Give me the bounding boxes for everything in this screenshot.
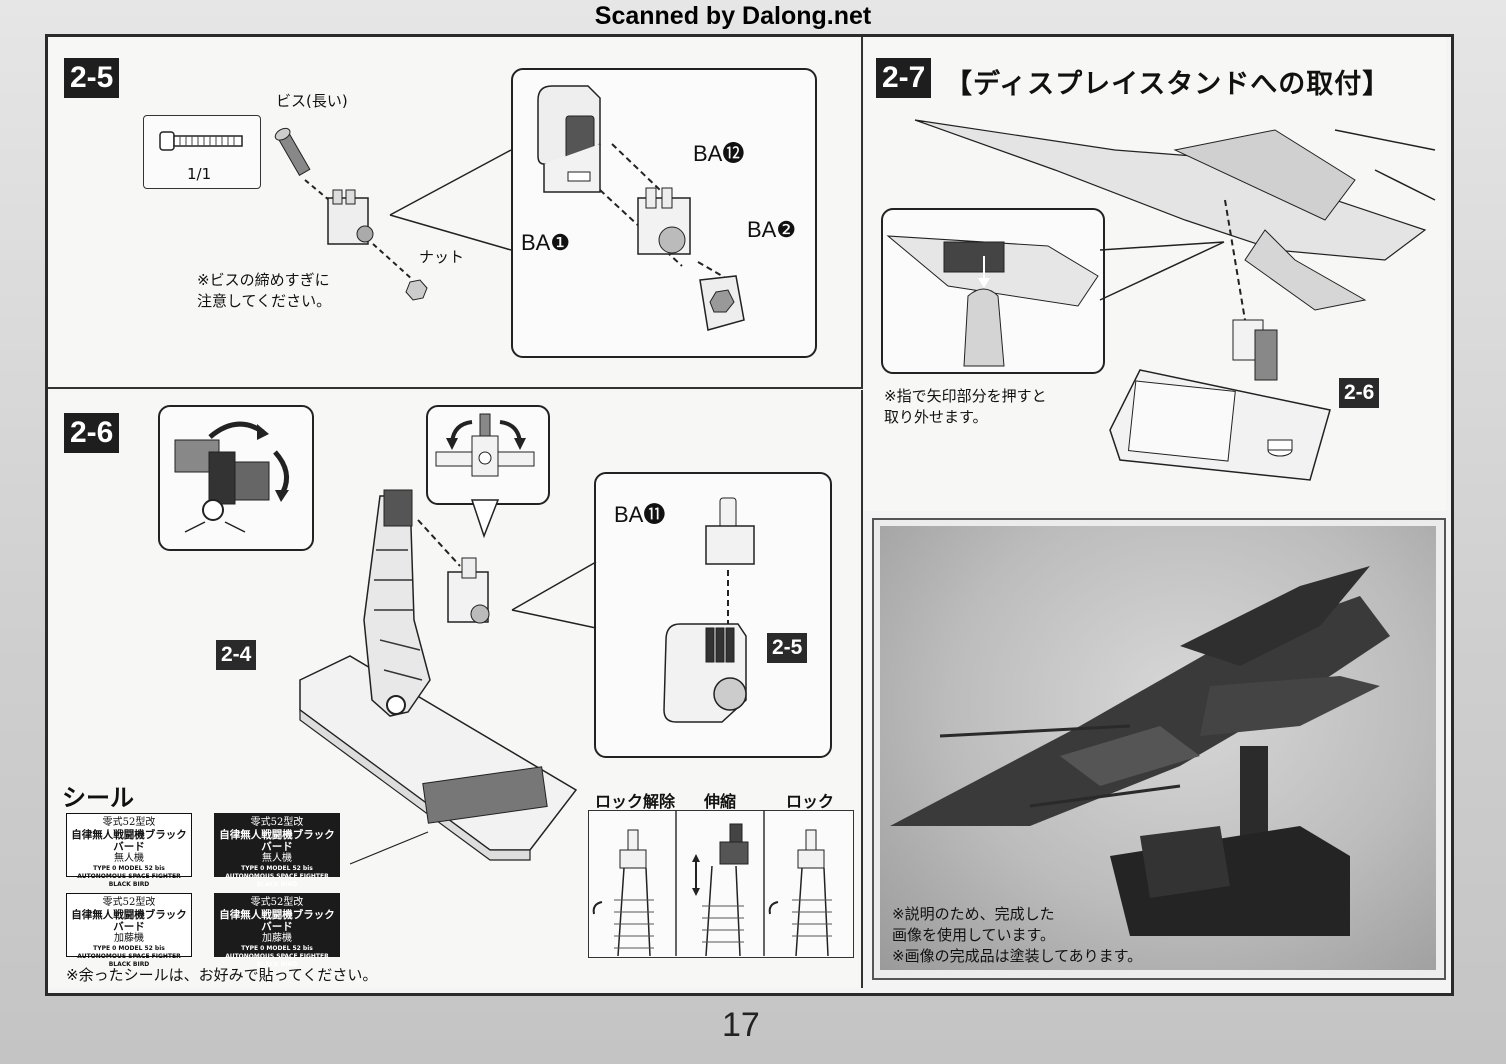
- release-detail-drawing: [886, 235, 1099, 367]
- callout-pointer-2: [470, 499, 500, 539]
- lock-col-unlock: ロック解除: [595, 792, 676, 811]
- rotation-drawing-1: [174, 421, 290, 533]
- stand-assembly-drawing: [299, 489, 578, 861]
- lock-diagram-drawing: [592, 810, 832, 957]
- screw-quantity: 1/1: [187, 165, 212, 183]
- part-ba12-label: BA⓬: [693, 141, 745, 166]
- fighter-on-stand-drawing: [914, 119, 1436, 381]
- display-stand-base: [1109, 369, 1331, 481]
- step-2-7-title: 【ディスプレイスタンドへの取付】: [945, 69, 1391, 100]
- release-note: ※指で矢印部分を押すと 取り外せます。: [884, 387, 1047, 426]
- ref-2-6-badge: 2-6: [1339, 378, 1380, 408]
- screw-callout: [143, 115, 261, 189]
- seal-sticker-1: 零式52型改 自律無人戦闘機ブラックバード 無人機 TYPE 0 MODEL 5…: [66, 813, 192, 888]
- seal-sticker-3: 零式52型改 自律無人戦闘機ブラックバード 加藤機 TYPE 0 MODEL 5…: [66, 893, 192, 968]
- screw-label: ビス(長い): [276, 92, 348, 110]
- step-2-6-label: 2-6: [64, 413, 120, 453]
- step-2-5-assembly-drawing: [274, 127, 428, 301]
- page-number: 17: [722, 1006, 760, 1044]
- part-ba2-label: BA❷: [747, 217, 797, 242]
- ref-2-4-badge: 2-4: [216, 640, 257, 670]
- rotation-drawing-2: [435, 413, 535, 477]
- scan-credit: Scanned by Dalong.net: [594, 2, 872, 30]
- part-ba1-label: BA❶: [521, 230, 571, 255]
- step-2-6-detail-drawing: [663, 497, 755, 723]
- photo-caption: ※説明のため、完成した 画像を使用しています。 ※画像の完成品は塗装してあります…: [892, 905, 1143, 965]
- seals-title: シール: [62, 784, 134, 812]
- lock-col-extend: 伸縮: [704, 792, 737, 811]
- step-2-7-label: 2-7: [876, 58, 932, 98]
- step-2-5-label: 2-5: [64, 58, 120, 98]
- seal-sticker-4: 零式52型改 自律無人戦闘機ブラックバード 加藤機 TYPE 0 MODEL 5…: [214, 893, 340, 968]
- callout-pointer: [389, 149, 512, 251]
- completed-model-drawing: [890, 566, 1390, 936]
- screw-caution: ※ビスの締めすぎに 注意してください。: [197, 271, 332, 310]
- lock-col-lock: ロック: [786, 792, 835, 811]
- step-2-5-detail-drawing: [537, 85, 745, 331]
- nut-label: ナット: [419, 248, 465, 266]
- seal-note: ※余ったシールは、お好みで貼ってください。: [66, 966, 378, 984]
- callout-pointer-4: [1099, 241, 1225, 301]
- part-ba11-label: BA⓫: [614, 502, 666, 527]
- seal-sticker-2: 零式52型改 自律無人戦闘機ブラックバード 無人機 TYPE 0 MODEL 5…: [214, 813, 340, 888]
- ref-2-5-badge: 2-5: [767, 633, 808, 663]
- callout-pointer-3: [511, 561, 597, 629]
- seal-leader-line: [349, 831, 429, 865]
- screw-icon: [159, 131, 243, 151]
